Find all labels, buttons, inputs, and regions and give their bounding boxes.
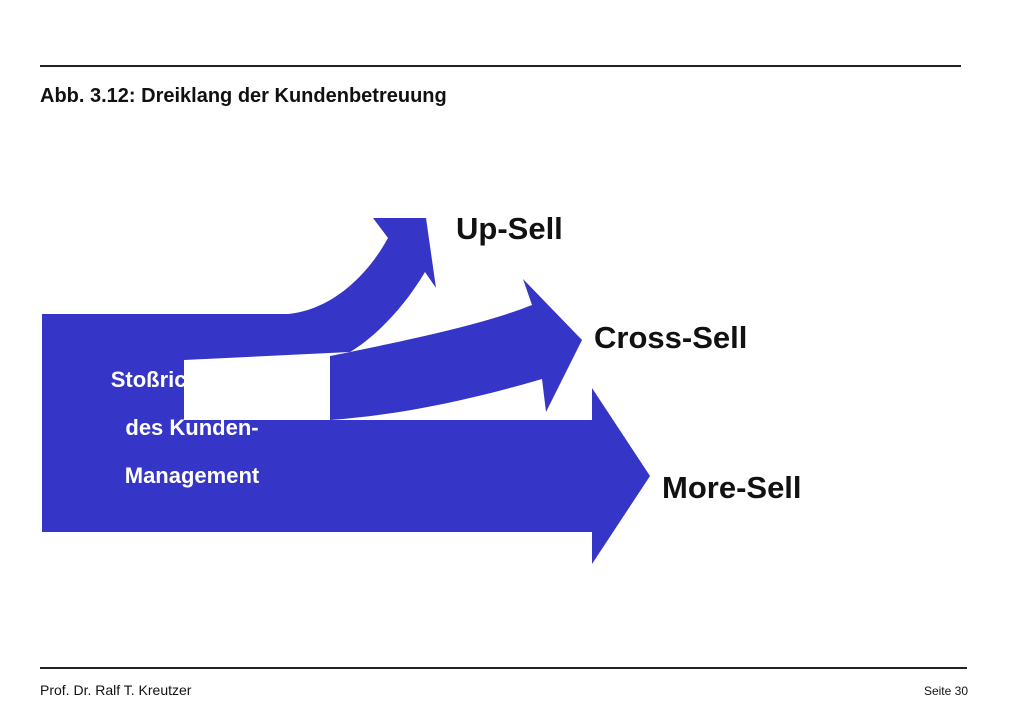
source-label-line-3: Management <box>124 463 260 488</box>
top-divider <box>40 65 961 67</box>
source-label-line-1: Stoßrichtungen <box>110 367 274 392</box>
up-sell-label: Up-Sell <box>456 211 563 246</box>
source-label: Stoßrichtungen des Kunden- Management <box>42 356 342 500</box>
more-sell-arrow <box>42 314 650 564</box>
source-label-line-2: des Kunden- <box>125 415 259 440</box>
footer-author: Prof. Dr. Ralf T. Kreutzer <box>40 682 192 698</box>
up-sell-arrow <box>184 218 436 360</box>
page-title: Abb. 3.12: Dreiklang der Kundenbetreuung <box>40 85 447 107</box>
more-sell-label: More-Sell <box>662 470 802 505</box>
bottom-divider <box>40 667 967 669</box>
cross-sell-label: Cross-Sell <box>594 320 748 355</box>
cross-sell-arrow <box>330 279 582 420</box>
page-number: Seite 30 <box>923 684 968 698</box>
